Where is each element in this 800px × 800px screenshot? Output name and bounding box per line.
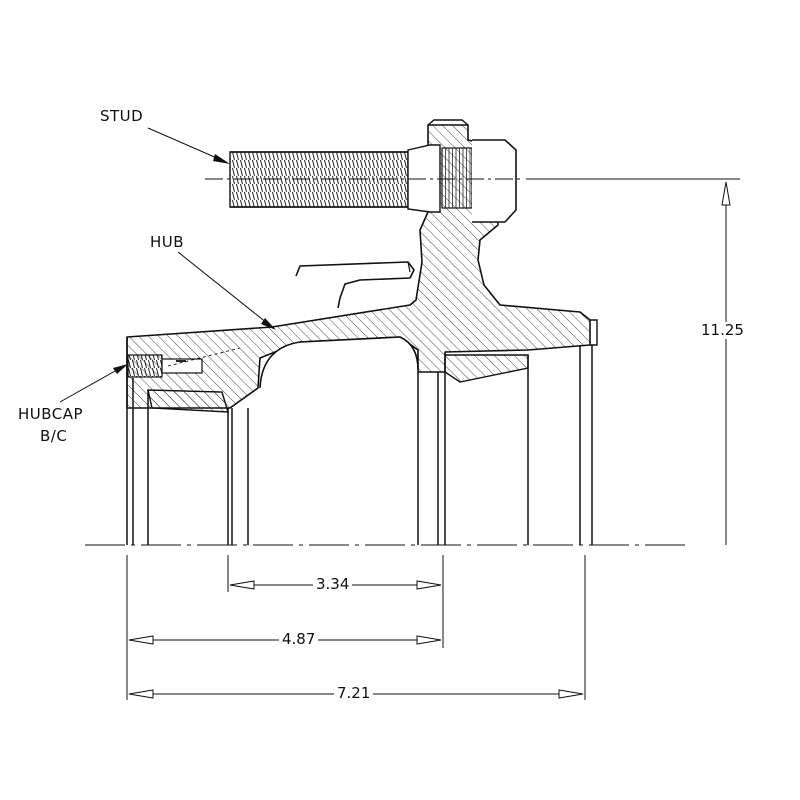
leader-hub — [177, 251, 276, 330]
dimension-inner-bearing-value: 3.34 — [313, 576, 353, 593]
hubcap-bolt-hole — [127, 347, 241, 378]
hub-label: HUB — [150, 233, 185, 251]
dimension-height-value: 11.25 — [698, 322, 747, 339]
dimension-extension-lines — [126, 555, 586, 700]
dimension-overall-value: 7.21 — [334, 685, 374, 702]
inner-bearing-cup — [147, 389, 229, 413]
hubcap-bc-label: B/C — [40, 427, 68, 445]
outer-bearing-cup — [444, 354, 529, 383]
stud-label: STUD — [100, 107, 144, 125]
dimension-outer-bearing-value: 4.87 — [279, 631, 319, 648]
stud — [205, 139, 520, 223]
leader-hubcap — [59, 364, 128, 403]
bore-lines — [126, 337, 593, 545]
leader-stud — [147, 127, 230, 164]
drum-pilot — [295, 261, 415, 309]
dimension-height — [526, 178, 740, 545]
hubcap-label: HUBCAP — [18, 405, 84, 423]
